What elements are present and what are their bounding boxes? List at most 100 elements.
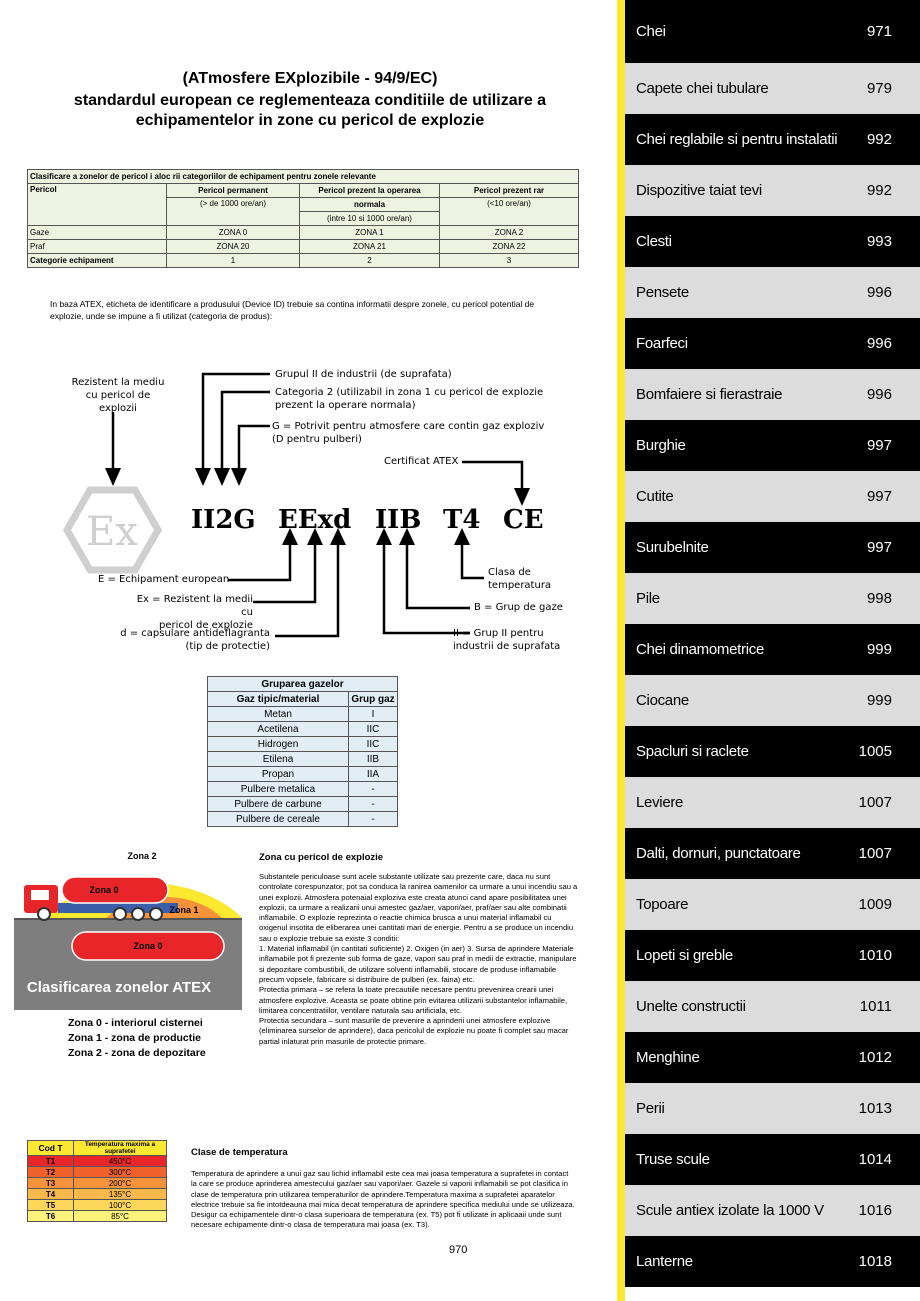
gas-group: - (348, 796, 398, 812)
table-row: Pulbere de cereale- (207, 811, 398, 827)
gas-name: Hidrogen (207, 736, 349, 752)
sidebar-item-page: 979 (866, 80, 892, 97)
sidebar-item-page: 1007 (858, 794, 892, 811)
sidebar-item-label: Chei (636, 22, 666, 40)
sidebar-item-label: Burghie (636, 437, 686, 454)
title-line-3: echipamentelor in zone cu pericol de exp… (135, 112, 485, 129)
sidebar-item[interactable]: Lanterne 1018 (625, 1236, 920, 1287)
sidebar-item-page: 1007 (858, 845, 892, 862)
underground-tank (71, 931, 225, 961)
gas-group: IIA (348, 766, 398, 782)
sidebar-item-label: Capete chei tubulare (636, 80, 769, 97)
sidebar-item-page: 992 (866, 131, 892, 148)
sidebar-item-label: Foarfeci (636, 335, 688, 352)
zona2-label: Zona 2 (127, 851, 156, 861)
sidebar-item[interactable]: Leviere 1007 (625, 777, 920, 828)
zones-cell: 2 (299, 253, 440, 268)
zones-cell: ZONA 2 (439, 225, 579, 240)
zone-list-item: Zona 0 - interiorul cisternei (68, 1017, 203, 1029)
sidebar-item-label: Bomfaiere si fierastraie (636, 386, 783, 403)
sidebar-item-label: Scule antiex izolate la 1000 V (636, 1202, 824, 1219)
sidebar-item-label: Truse scule (636, 1151, 710, 1168)
table-row: Gaze ZONA 0 ZONA 1 ZONA 2 (27, 225, 579, 240)
lbl-d: d = capsulare antideflagranta(tip de pro… (120, 628, 270, 652)
sidebar-item-label: Ciocane (636, 692, 689, 709)
code-t4: T4 (443, 505, 481, 535)
atex-caption: Clasificarea zonelor ATEX (27, 979, 211, 996)
sidebar-item-page: 1014 (858, 1151, 892, 1168)
sidebar-item-page: 1009 (858, 896, 892, 913)
sidebar-item[interactable]: Bomfaiere si fierastraie 996 (625, 369, 920, 420)
sidebar-item-label: Clesti (636, 233, 672, 250)
zones-row-label: Praf (27, 239, 167, 254)
zones-cell: ZONA 20 (166, 239, 300, 254)
zones-cell: 1 (166, 253, 300, 268)
zones-table-caption: Clasificare a zonelor de pericol i aloc … (27, 169, 579, 184)
gas-name: Acetilena (207, 721, 349, 737)
table-row: Pulbere de carbune- (207, 796, 398, 812)
temp-value: 450°C (73, 1155, 167, 1167)
temp-section-text: Temperatura de aprindere a unui gaz sau … (191, 1169, 575, 1230)
code-eexd: EExd (278, 505, 352, 535)
sidebar-item[interactable]: Burghie 997 (625, 420, 920, 471)
intro-text: In baza ATEX, eticheta de identificare a… (50, 299, 535, 321)
sidebar-item-page: 1011 (859, 998, 892, 1015)
sidebar-item[interactable]: Truse scule 1014 (625, 1134, 920, 1185)
temp-value: 85°C (73, 1210, 167, 1222)
zone-list: Zona 0 - interiorul cisternei Zona 1 - z… (68, 1016, 206, 1061)
paragraph: Substantele periculoase sunt acele subst… (259, 872, 578, 943)
temp-value: 135°C (73, 1188, 167, 1200)
table-row: Pulbere metalica- (207, 781, 398, 797)
sidebar-item-label: Lanterne (636, 1253, 693, 1270)
gas-group: I (348, 706, 398, 722)
zones-col1-title: Pericol permanent (166, 183, 300, 198)
sidebar-item-label: Leviere (636, 794, 684, 811)
gas-col-1: Gaz tipic/material (207, 691, 349, 707)
sidebar-item-page: 999 (866, 641, 892, 658)
gas-table: Gruparea gazelor Gaz tipic/material Grup… (207, 676, 398, 827)
zones-col2-title2: normala (299, 197, 440, 212)
sidebar-item-page: 996 (866, 386, 892, 403)
lbl-categoria: Categoria 2 (utilizabil in zona 1 cu per… (275, 387, 544, 411)
sidebar-item[interactable]: Chei reglabile si pentru instalatii 992 (625, 114, 920, 165)
sidebar-item-page: 998 (866, 590, 892, 607)
zones-row-label: Gaze (27, 225, 167, 240)
title-line-1: (ATmosfere EXplozibile - 94/9/EC) (182, 70, 438, 87)
sidebar-item-page: 1018 (858, 1253, 892, 1270)
sidebar-item-label: Lopeti si greble (636, 947, 733, 964)
code-ce: CE (503, 505, 544, 535)
sidebar-item-page: 992 (866, 182, 892, 199)
title-line-2: standardul european ce reglementeaza con… (73, 92, 547, 109)
gas-col-2: Grup gaz (348, 691, 398, 707)
sidebar-item-label: Chei reglabile si pentru instalatii (636, 131, 838, 148)
sidebar-item-page: 997 (866, 437, 892, 454)
ex-symbol: Ex (86, 509, 138, 555)
temp-code: T6 (27, 1210, 74, 1222)
sidebar-item[interactable]: Capete chei tubulare 979 (625, 63, 920, 114)
zona0-top-label: Zona 0 (89, 885, 118, 895)
